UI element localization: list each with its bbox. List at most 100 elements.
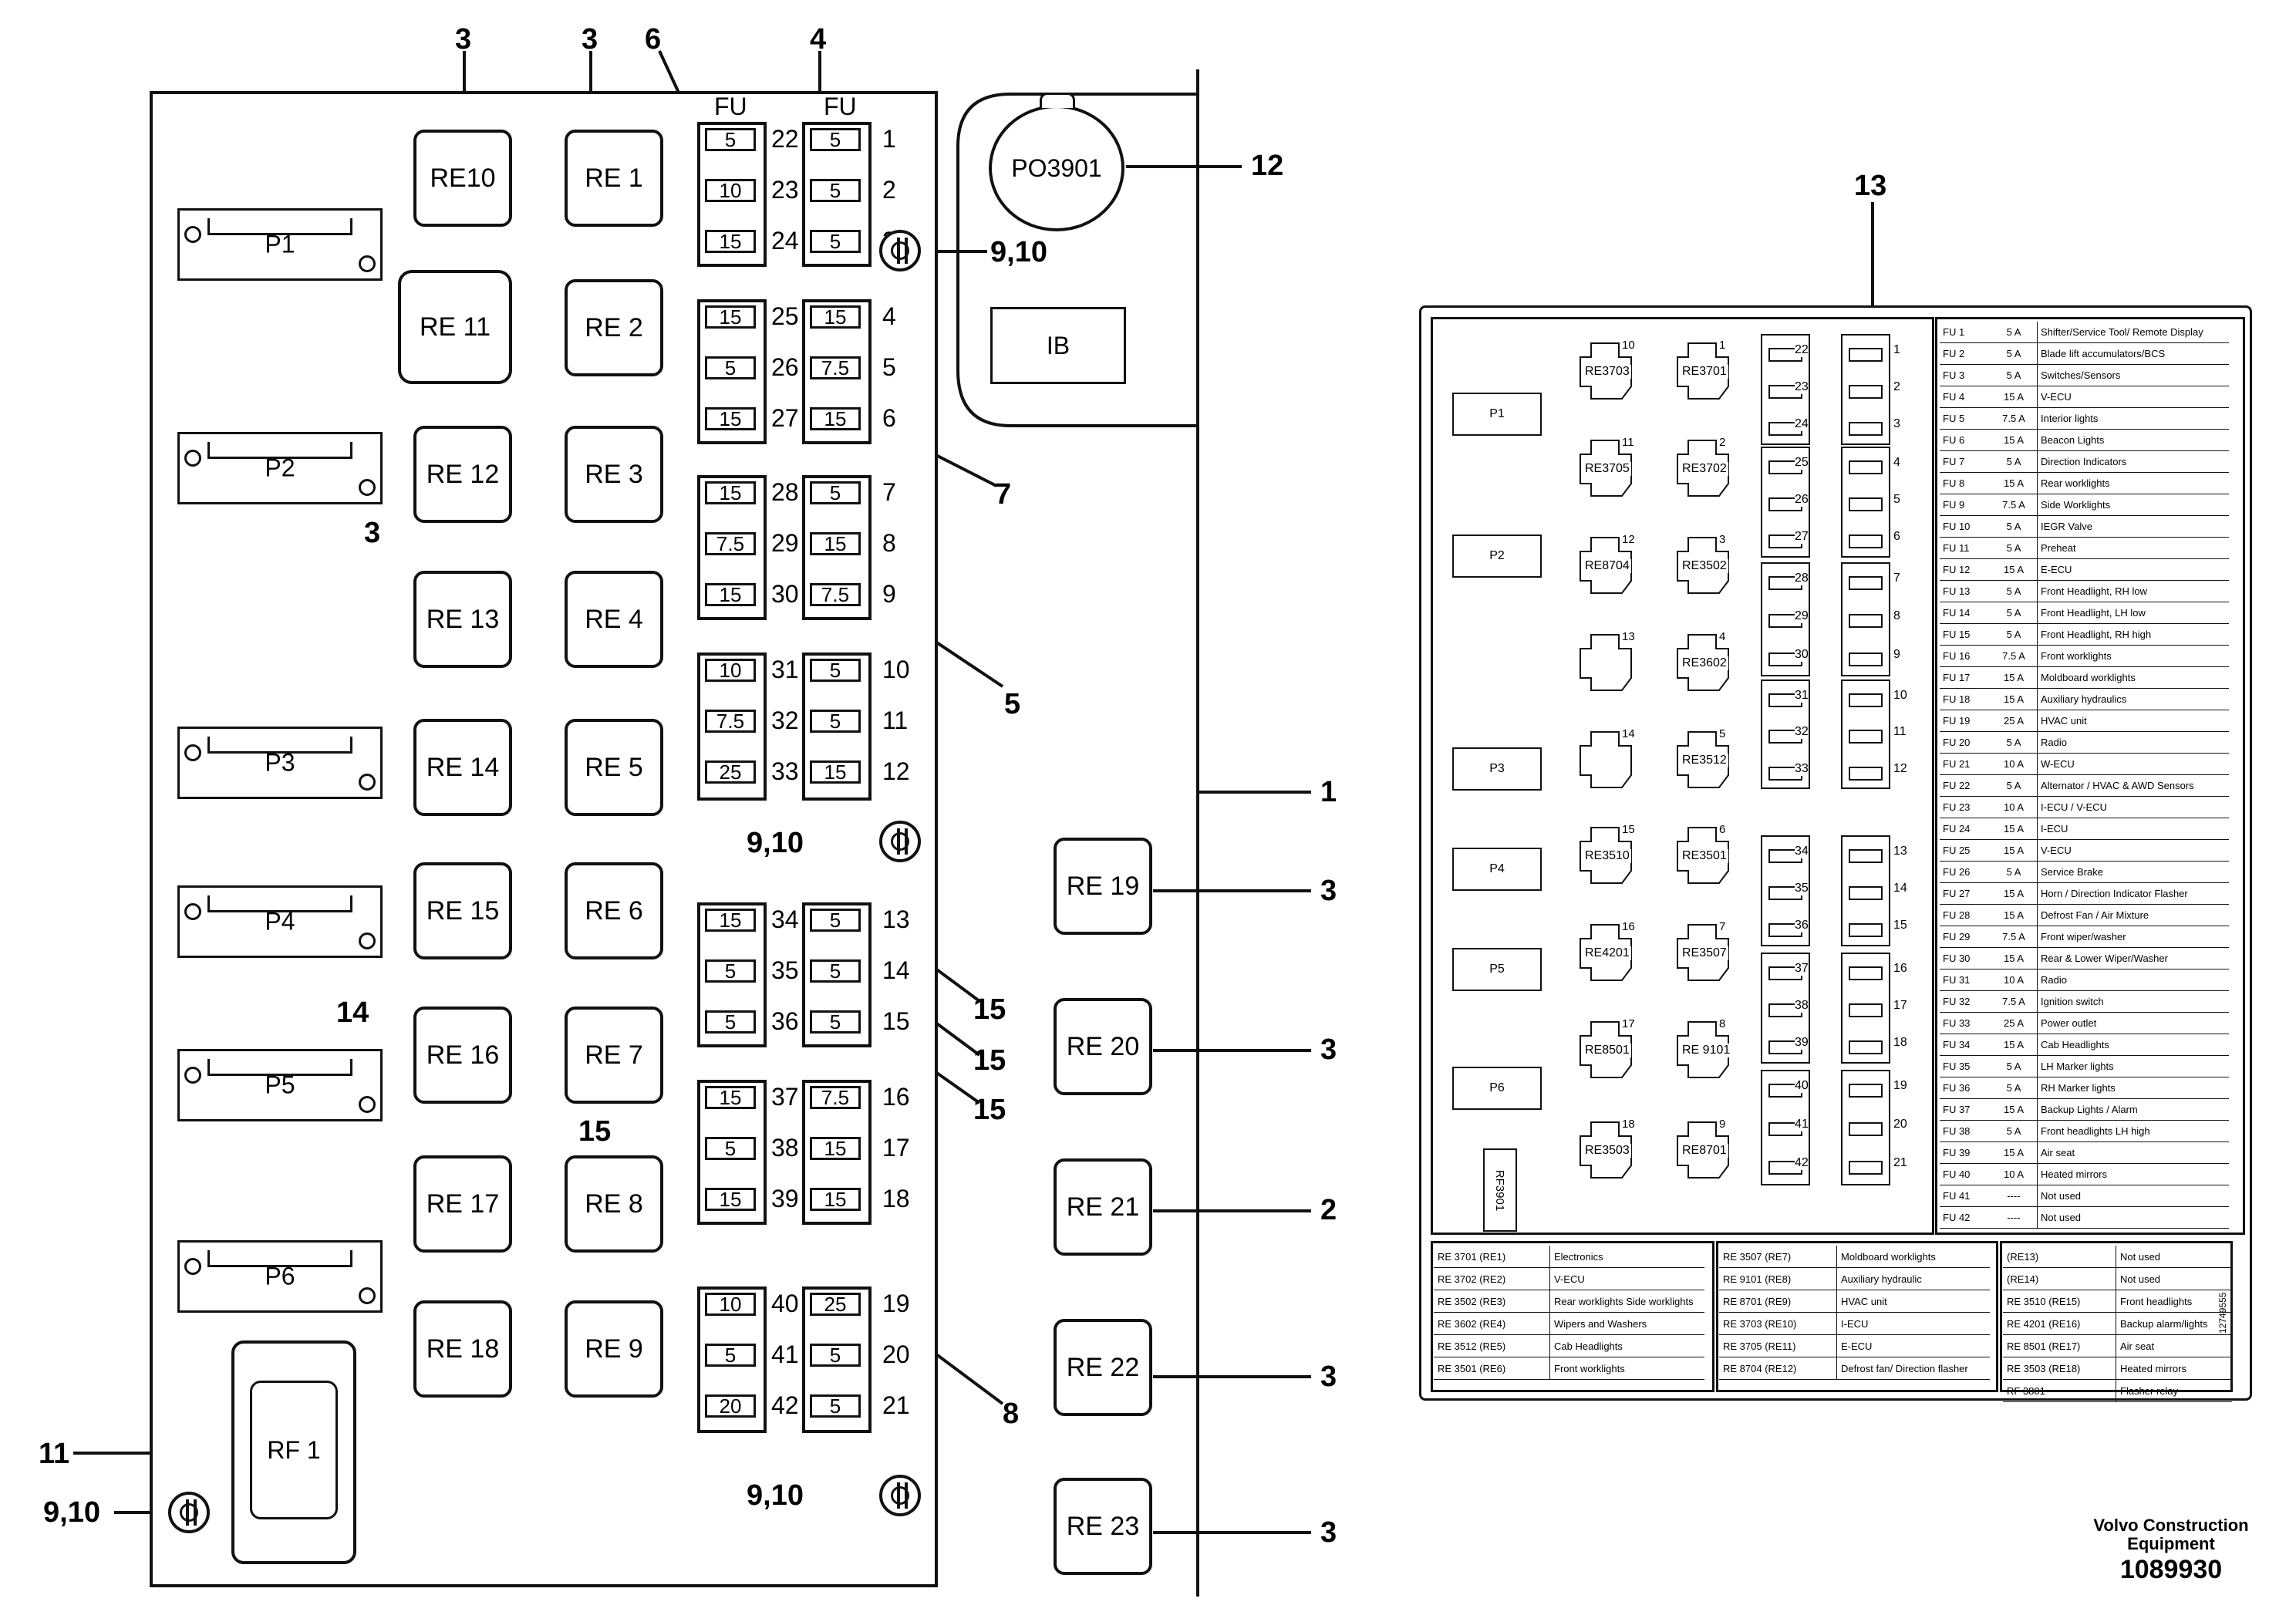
fuse-24[interactable]: 15 (705, 230, 756, 253)
screw-bottom[interactable] (879, 1475, 921, 1516)
fuse-1[interactable]: 5 (810, 128, 861, 151)
table-row: RE 8704 (RE12)Defrost fan/ Direction fla… (1719, 1357, 1990, 1380)
relay-re16[interactable]: RE 16 (413, 1007, 512, 1104)
relay-re23[interactable]: RE 23 (1054, 1478, 1152, 1575)
fuse-21[interactable]: 5 (810, 1394, 861, 1418)
fuse-36[interactable]: 5 (705, 1010, 756, 1034)
fuse-14[interactable]: 5 (810, 959, 861, 983)
table-cell: FU 18 (1940, 688, 1991, 710)
relay-re6[interactable]: RE 6 (565, 862, 663, 959)
fuse-23[interactable]: 10 (705, 179, 756, 202)
fuse-42[interactable]: 20 (705, 1394, 756, 1418)
relay-re18[interactable]: RE 18 (413, 1300, 512, 1398)
relay-re7[interactable]: RE 7 (565, 1007, 663, 1104)
fuse-40[interactable]: 10 (705, 1293, 756, 1316)
relay-re8[interactable]: RE 8 (565, 1155, 663, 1253)
fuse-29[interactable]: 7.5 (705, 532, 756, 555)
fuse-12[interactable]: 15 (810, 760, 861, 784)
potentiometer-po3901[interactable]: PO3901 (989, 105, 1124, 231)
relay-re21[interactable]: RE 21 (1054, 1158, 1152, 1256)
relay-re12[interactable]: RE 12 (413, 426, 512, 523)
fuse-32[interactable]: 7.5 (705, 710, 756, 733)
fuse-35[interactable]: 5 (705, 959, 756, 983)
sheet-fuse-group (1841, 679, 1890, 789)
fuse-25[interactable]: 15 (705, 305, 756, 329)
fuse-26[interactable]: 5 (705, 356, 756, 379)
fuse-17[interactable]: 15 (810, 1137, 861, 1160)
fuse-3[interactable]: 5 (810, 230, 861, 253)
fuse-7[interactable]: 5 (810, 481, 861, 504)
fuse-10[interactable]: 5 (810, 659, 861, 682)
sheet-fuse-number: 8 (1893, 609, 1900, 623)
relay-re5[interactable]: RE 5 (565, 719, 663, 816)
relay-re2[interactable]: RE 2 (565, 279, 663, 376)
fuse-number: 23 (771, 176, 799, 204)
relay-re17[interactable]: RE 17 (413, 1155, 512, 1253)
relay-re11[interactable]: RE 11 (398, 270, 512, 384)
fuse-8[interactable]: 15 (810, 532, 861, 555)
sheet-fuse-group (1841, 953, 1890, 1064)
fuse-20[interactable]: 5 (810, 1344, 861, 1367)
screw-bottom-left[interactable] (168, 1492, 210, 1533)
fuse-27[interactable]: 15 (705, 407, 756, 430)
plug-p6[interactable]: P6 (177, 1240, 383, 1313)
relay-re20[interactable]: RE 20 (1054, 998, 1152, 1095)
plug-p1[interactable]: P1 (177, 208, 383, 281)
fuse-5[interactable]: 7.5 (810, 356, 861, 379)
table-cell: RH Marker lights (2037, 1077, 2229, 1099)
table-cell: E-ECU (2037, 558, 2229, 581)
fuse-28[interactable]: 15 (705, 481, 756, 504)
fuse-9[interactable]: 7.5 (810, 583, 861, 606)
fuse-34[interactable]: 15 (705, 909, 756, 932)
fuse-22[interactable]: 5 (705, 128, 756, 151)
fuse-37[interactable]: 15 (705, 1086, 756, 1109)
table-cell: 5 A (1991, 1120, 2038, 1142)
fuse-15[interactable]: 5 (810, 1010, 861, 1034)
fuse-number: 29 (771, 529, 799, 557)
fuse-2[interactable]: 5 (810, 179, 861, 202)
relay-re3[interactable]: RE 3 (565, 426, 663, 523)
callout-3: 3 (1320, 1361, 1337, 1393)
fuse-33[interactable]: 25 (705, 760, 756, 784)
table-cell: 15 A (1991, 666, 2038, 689)
relay-re1[interactable]: RE 1 (565, 130, 663, 227)
plug-p2[interactable]: P2 (177, 432, 383, 504)
fuse-39[interactable]: 15 (705, 1188, 756, 1211)
fuse-13[interactable]: 5 (810, 909, 861, 932)
fuse-31[interactable]: 10 (705, 659, 756, 682)
plug-p5[interactable]: P5 (177, 1049, 383, 1121)
screw-top[interactable] (879, 230, 921, 271)
relay-re4[interactable]: RE 4 (565, 571, 663, 668)
table-cell: I-ECU / V-ECU (2037, 796, 2229, 818)
fuse-41[interactable]: 5 (705, 1344, 756, 1367)
plug-p3[interactable]: P3 (177, 727, 383, 799)
sheet-fuse-slot (1849, 1084, 1883, 1098)
sheet-fuse-number: 30 (1795, 647, 1809, 662)
fuse-30[interactable]: 15 (705, 583, 756, 606)
table-cell: FU 34 (1940, 1034, 1991, 1056)
relay-re14[interactable]: RE 14 (413, 719, 512, 816)
relay-re13[interactable]: RE 13 (413, 571, 512, 668)
relay-re10[interactable]: RE10 (413, 130, 512, 227)
relay-re22[interactable]: RE 22 (1054, 1319, 1152, 1416)
fuse-38[interactable]: 5 (705, 1137, 756, 1160)
relay-re15[interactable]: RE 15 (413, 862, 512, 959)
plug-p4[interactable]: P4 (177, 885, 383, 958)
relay-re19[interactable]: RE 19 (1054, 838, 1152, 935)
relay-re9[interactable]: RE 9 (565, 1300, 663, 1398)
table-cell: FU 35 (1940, 1055, 1991, 1077)
ib-module[interactable]: IB (990, 307, 1126, 384)
fuse-18[interactable]: 15 (810, 1188, 861, 1211)
fuse-4[interactable]: 15 (810, 305, 861, 329)
callout-8: 8 (1003, 1398, 1020, 1430)
fuse-11[interactable]: 5 (810, 710, 861, 733)
fuse-6[interactable]: 15 (810, 407, 861, 430)
fuse-16[interactable]: 7.5 (810, 1086, 861, 1109)
screw-middle[interactable] (879, 821, 921, 862)
table-cell: RE 4201 (RE16) (2003, 1312, 2116, 1335)
relay-rf1[interactable]: RF 1 (231, 1340, 356, 1564)
fuse-19[interactable]: 25 (810, 1293, 861, 1316)
